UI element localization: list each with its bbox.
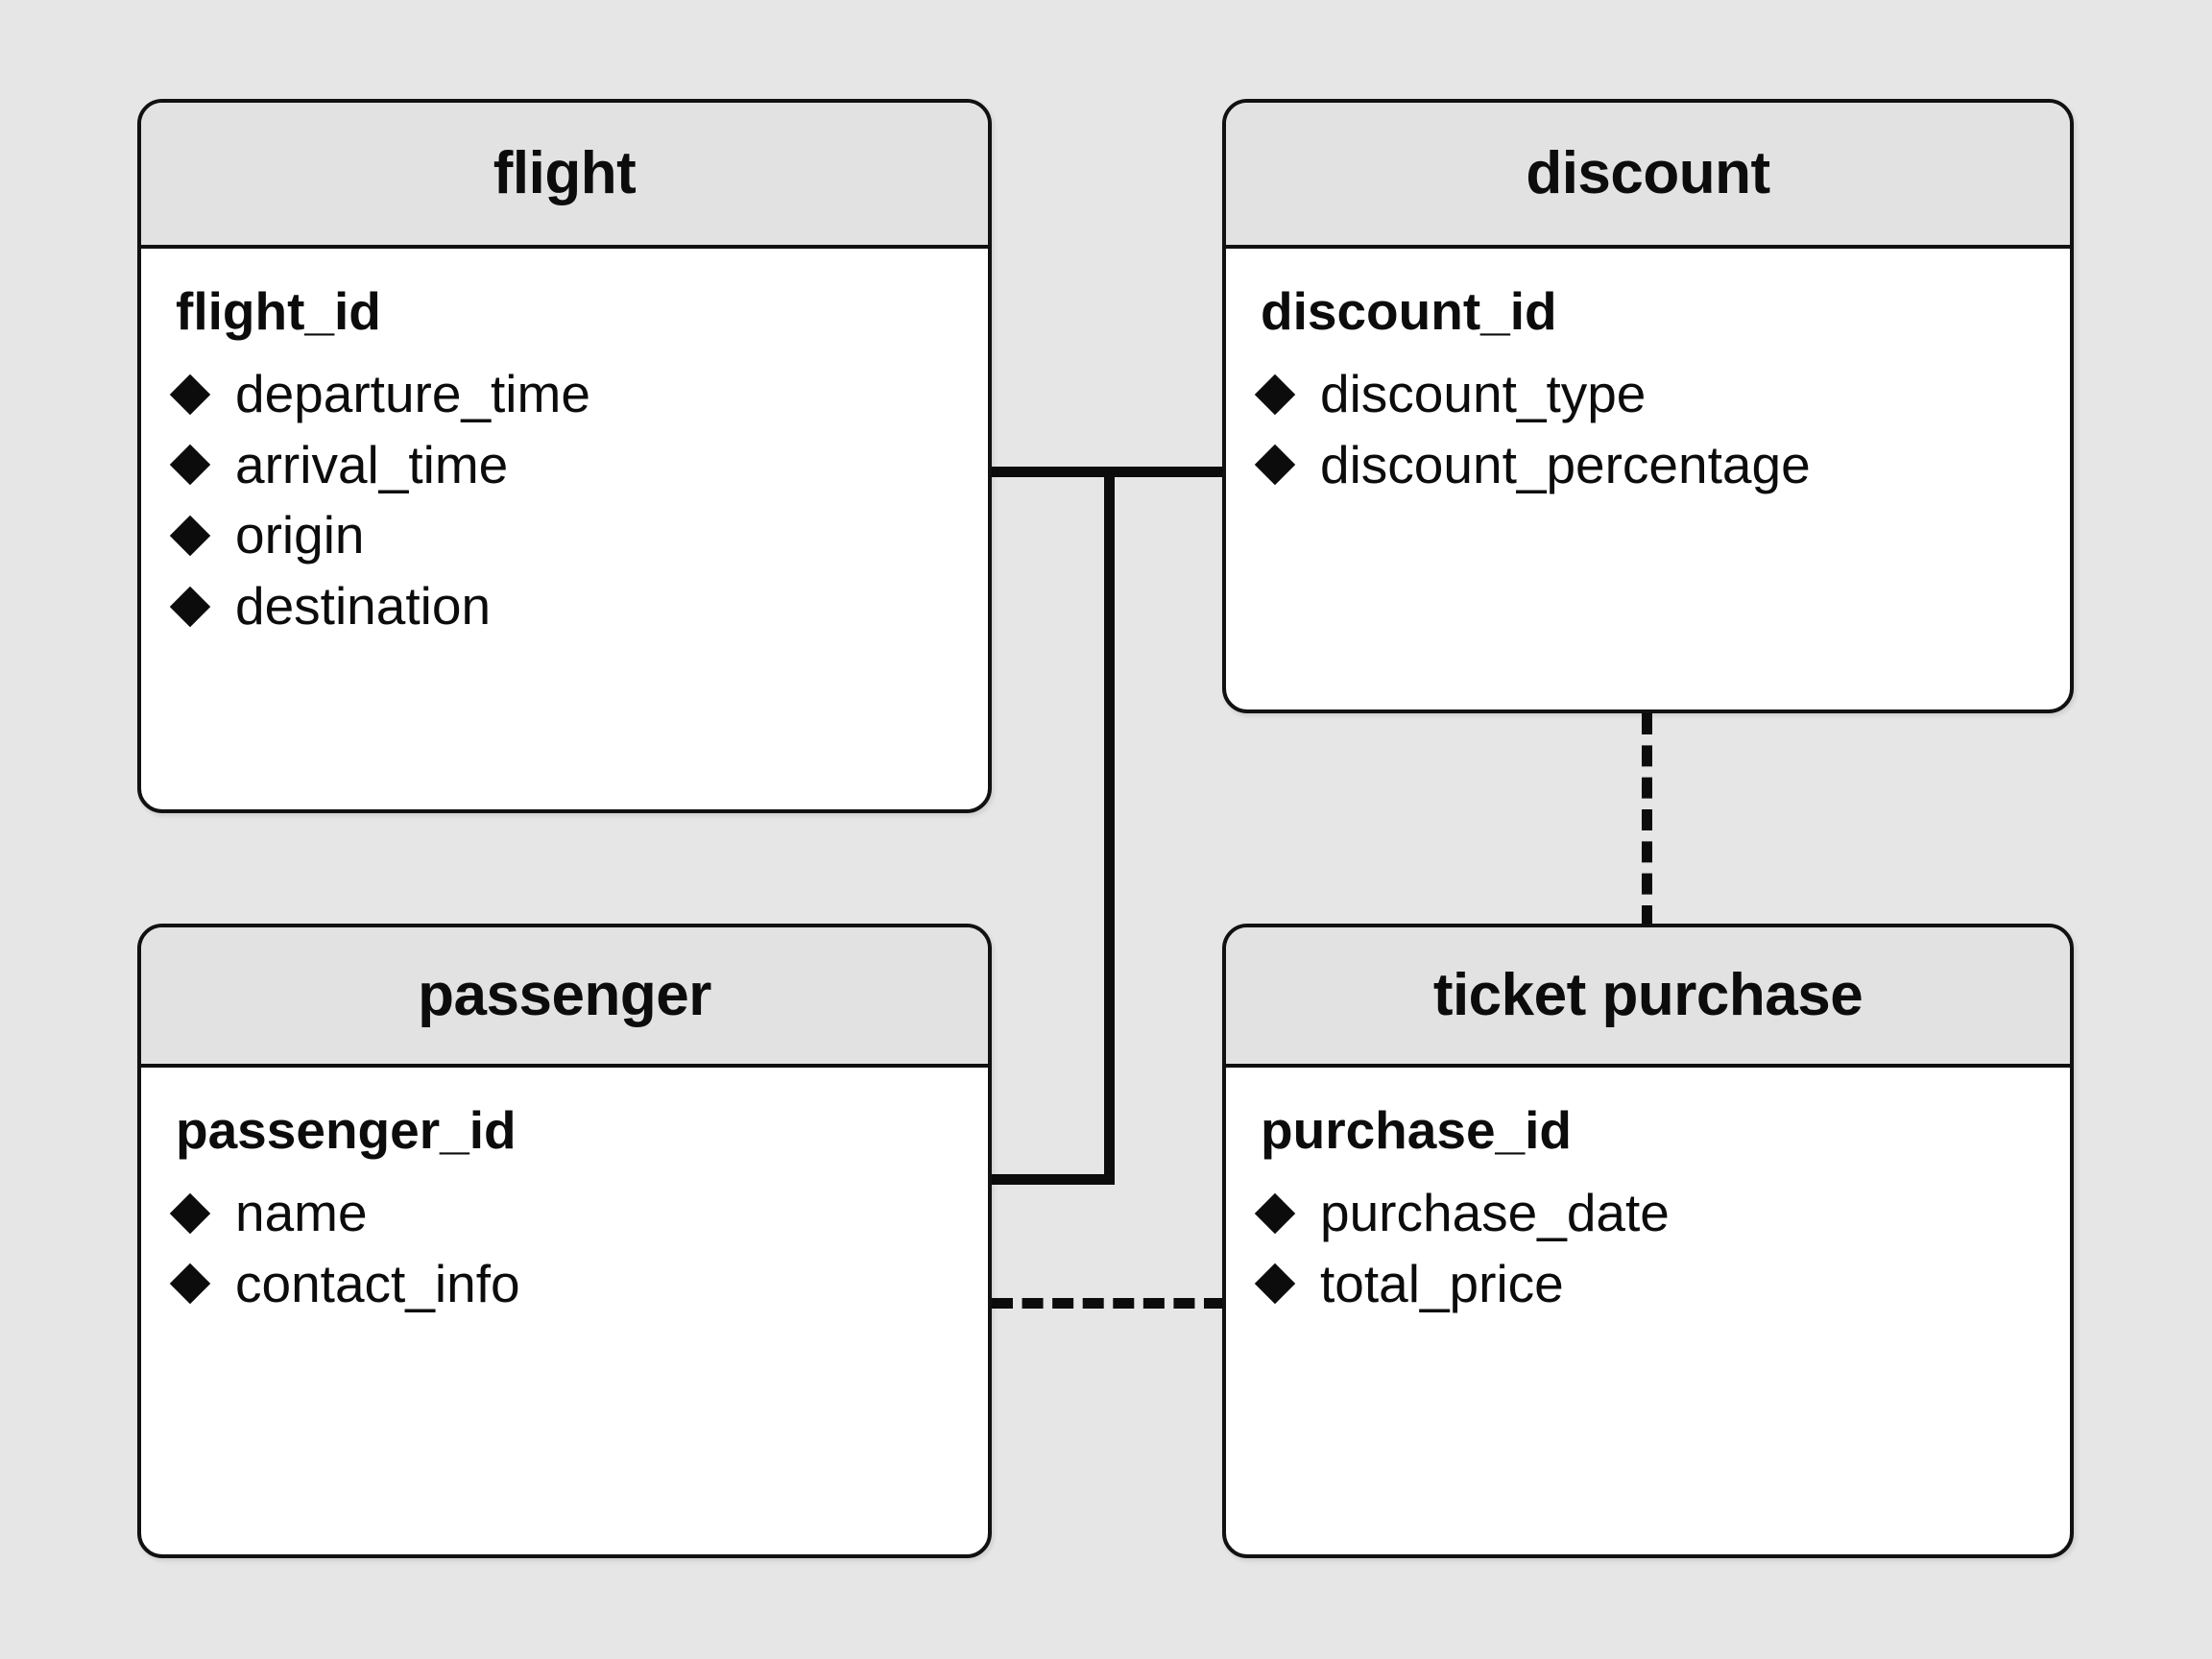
- attribute-label: discount_type: [1320, 363, 1647, 423]
- entity-discount-attribute: discount_percentage: [1254, 434, 2070, 496]
- entity-flight-attribute: arrival_time: [169, 434, 988, 496]
- diamond-icon: [169, 516, 211, 557]
- diamond-icon: [1254, 445, 1296, 486]
- entity-flight-attribute-list: departure_time arrival_time origin desti…: [169, 363, 988, 637]
- diamond-icon: [1254, 1263, 1296, 1305]
- entity-ticket-purchase-primary-key: purchase_id: [1261, 1100, 1573, 1160]
- attribute-label: total_price: [1320, 1253, 1564, 1313]
- diamond-icon: [1254, 1192, 1296, 1234]
- attribute-label: arrival_time: [235, 434, 509, 494]
- attribute-label: name: [235, 1182, 368, 1242]
- entity-discount-primary-key: discount_id: [1261, 281, 1557, 341]
- connector-flight-passenger-vertical: [1104, 467, 1115, 1185]
- attribute-label: discount_percentage: [1320, 434, 1811, 494]
- entity-passenger-primary-key: passenger_id: [176, 1100, 517, 1160]
- attribute-label: departure_time: [235, 363, 590, 423]
- diamond-icon: [169, 586, 211, 628]
- entity-discount[interactable]: discount discount_id discount_type disco…: [1222, 99, 2074, 713]
- entity-ticket-purchase[interactable]: ticket purchase purchase_id purchase_dat…: [1222, 924, 2074, 1558]
- connector-discount-ticket-purchase: [1642, 713, 1652, 926]
- diamond-icon: [169, 373, 211, 415]
- diamond-icon: [169, 1192, 211, 1234]
- diamond-icon: [1254, 373, 1296, 415]
- entity-flight[interactable]: flight flight_id departure_time arrival_…: [137, 99, 992, 813]
- entity-ticket-purchase-body: purchase_id purchase_date total_price: [1226, 1068, 2070, 1314]
- entity-flight-attribute: origin: [169, 505, 988, 566]
- entity-passenger-attribute: contact_info: [169, 1253, 988, 1315]
- connector-flight-passenger-horizontal: [989, 1174, 1115, 1185]
- entity-discount-title: discount: [1526, 140, 1770, 206]
- entity-passenger[interactable]: passenger passenger_id name contact_info: [137, 924, 992, 1558]
- entity-flight-body: flight_id departure_time arrival_time or…: [141, 249, 988, 637]
- diamond-icon: [169, 1263, 211, 1305]
- attribute-label: purchase_date: [1320, 1182, 1670, 1242]
- entity-flight-title: flight: [493, 140, 637, 206]
- entity-discount-attribute-list: discount_type discount_percentage: [1254, 363, 2070, 496]
- entity-ticket-purchase-header: ticket purchase: [1226, 927, 2070, 1068]
- entity-ticket-purchase-attribute-list: purchase_date total_price: [1254, 1182, 2070, 1315]
- entity-ticket-purchase-attribute: purchase_date: [1254, 1182, 2070, 1244]
- entity-ticket-purchase-attribute: total_price: [1254, 1253, 2070, 1315]
- attribute-label: origin: [235, 505, 365, 565]
- entity-ticket-purchase-title: ticket purchase: [1432, 962, 1863, 1028]
- entity-passenger-attribute-list: name contact_info: [169, 1182, 988, 1315]
- entity-flight-attribute: destination: [169, 576, 988, 637]
- entity-flight-primary-key: flight_id: [176, 281, 381, 341]
- entity-passenger-body: passenger_id name contact_info: [141, 1068, 988, 1314]
- diamond-icon: [169, 445, 211, 486]
- connector-passenger-ticket-purchase: [992, 1298, 1225, 1309]
- entity-discount-header: discount: [1226, 103, 2070, 249]
- entity-discount-body: discount_id discount_type discount_perce…: [1226, 249, 2070, 495]
- entity-passenger-title: passenger: [418, 962, 711, 1028]
- attribute-label: contact_info: [235, 1253, 520, 1313]
- entity-flight-attribute: departure_time: [169, 363, 988, 425]
- entity-flight-header: flight: [141, 103, 988, 249]
- entity-discount-attribute: discount_type: [1254, 363, 2070, 425]
- entity-passenger-header: passenger: [141, 927, 988, 1068]
- attribute-label: destination: [235, 576, 492, 637]
- entity-passenger-attribute: name: [169, 1182, 988, 1244]
